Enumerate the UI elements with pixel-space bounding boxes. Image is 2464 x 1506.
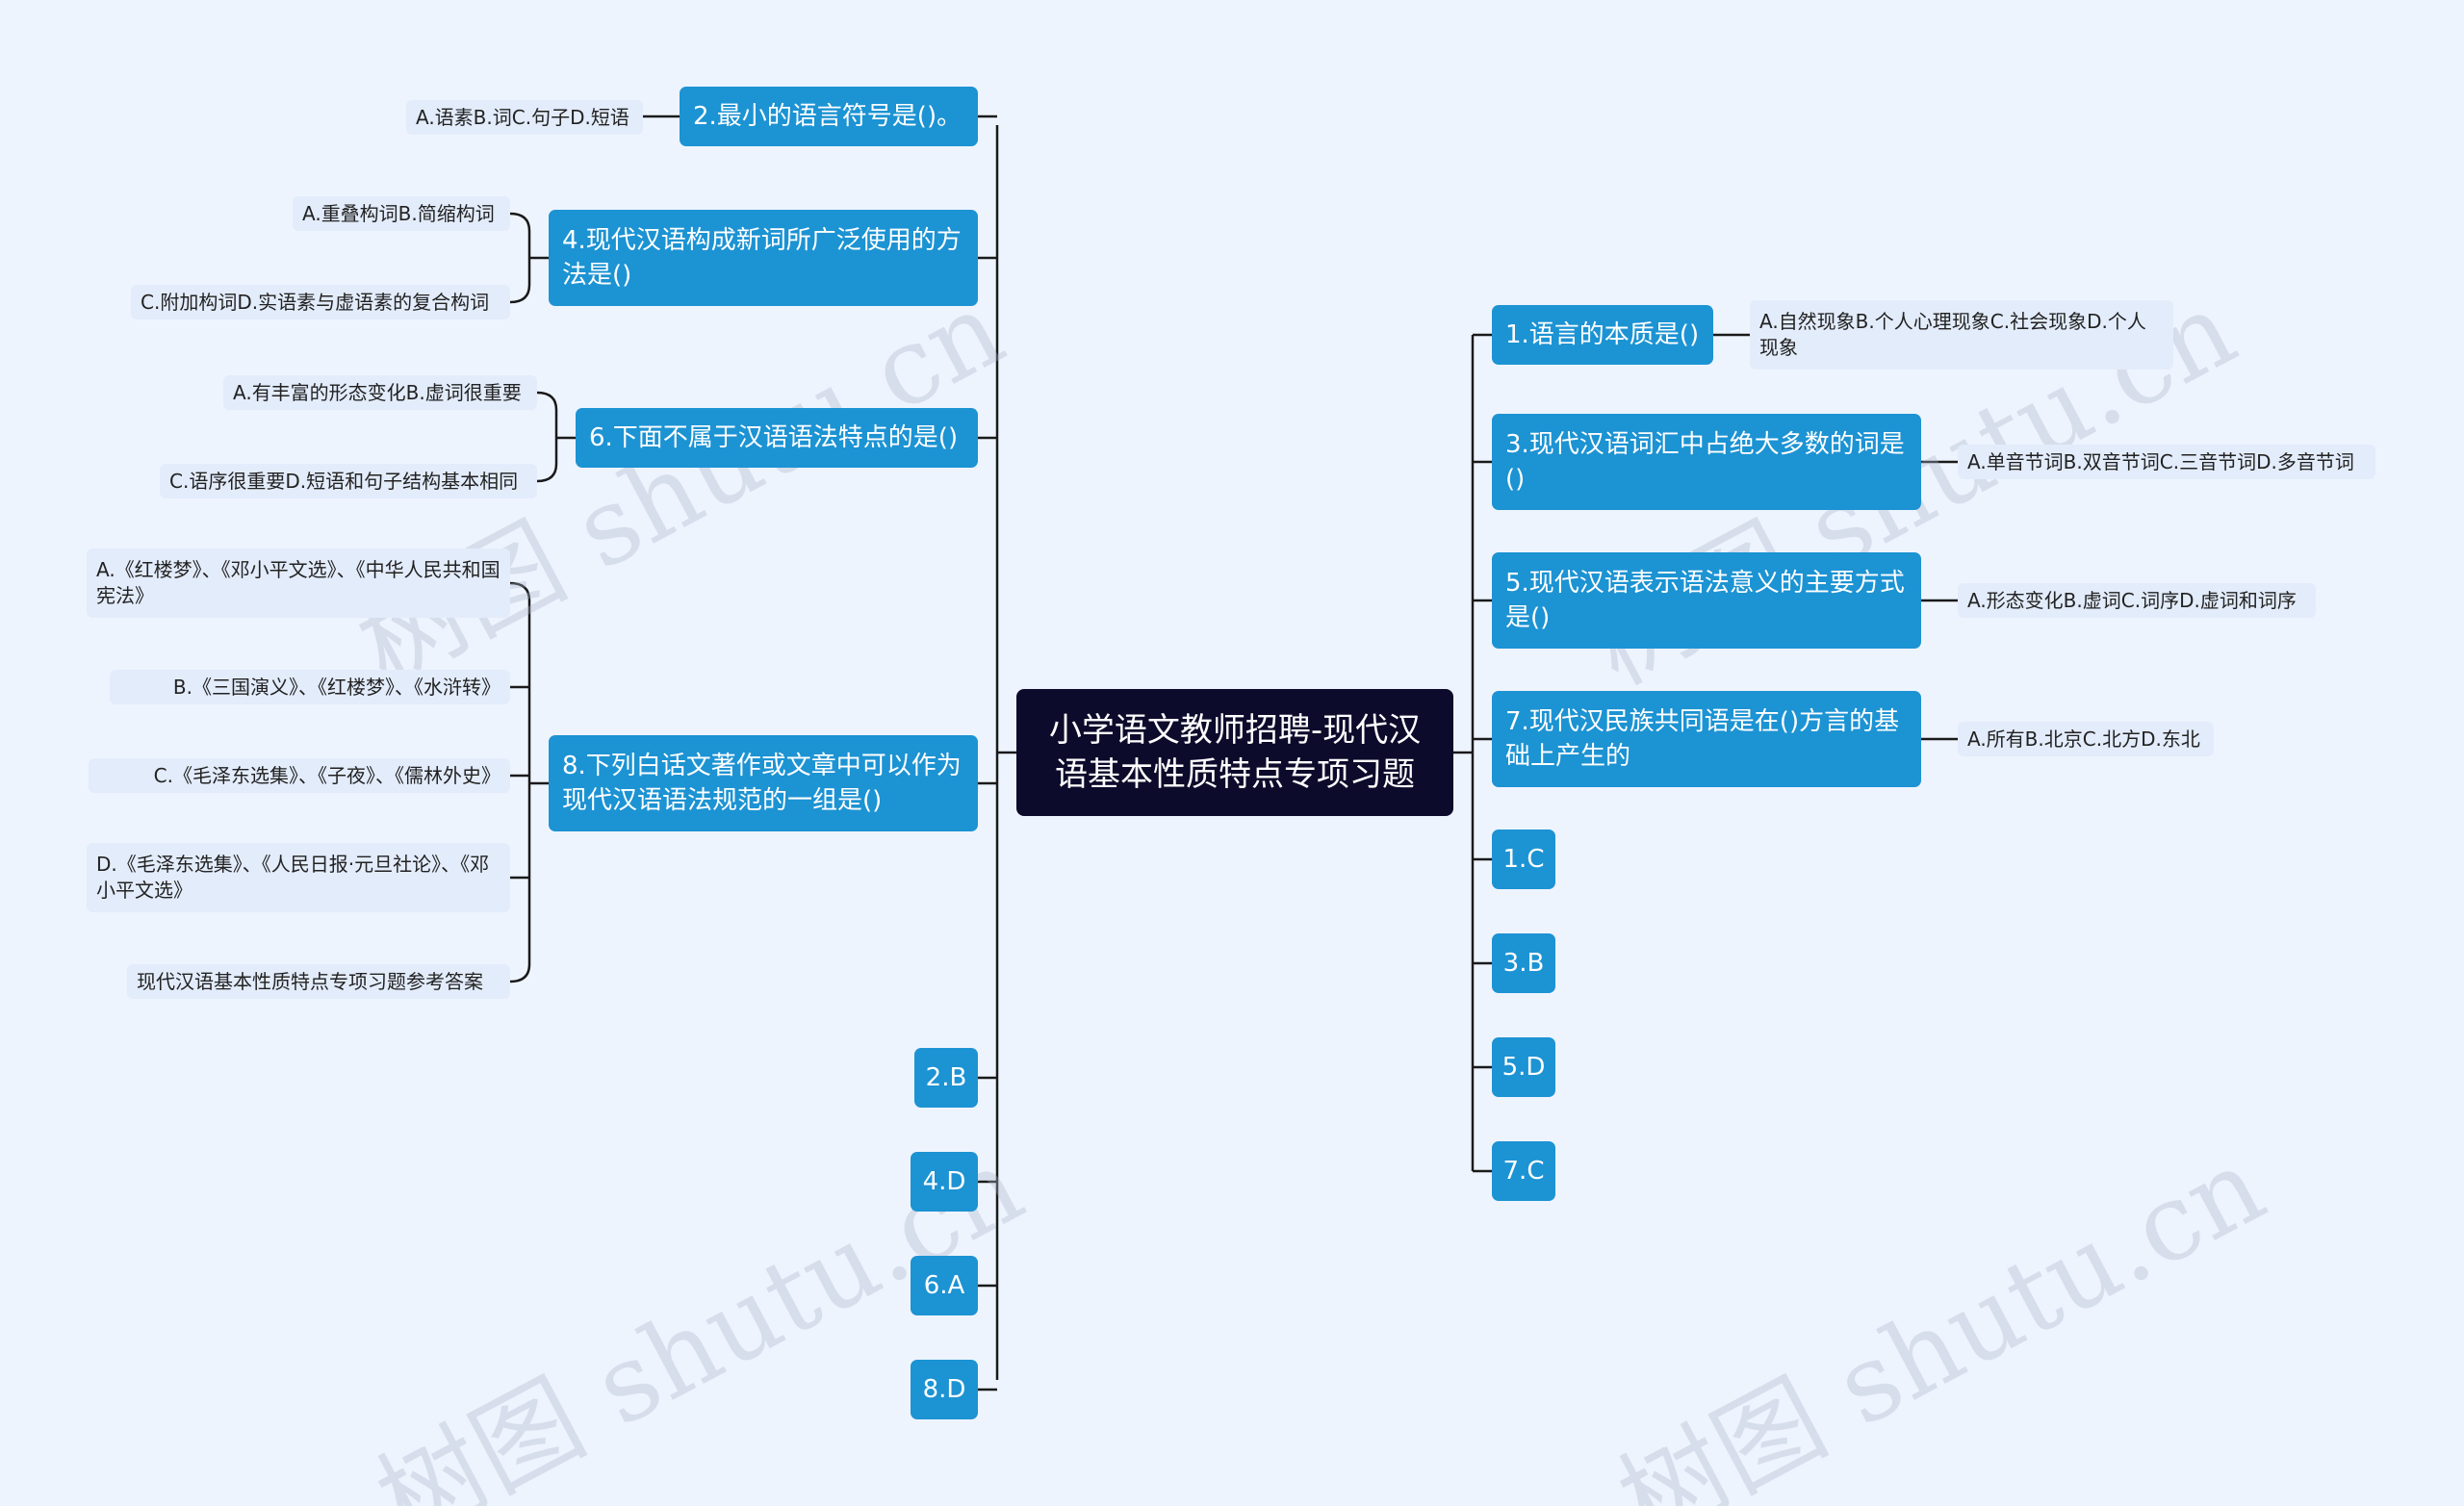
question-3-node[interactable]: 3.现代汉语词汇中占绝大多数的词是()	[1492, 414, 1921, 510]
question-4-node[interactable]: 4.现代汉语构成新词所广泛使用的方法是()	[549, 210, 978, 306]
q6-bracket	[536, 391, 558, 483]
answer-1-node[interactable]: 1.C	[1492, 830, 1555, 889]
answer-4-node[interactable]: 4.D	[911, 1152, 978, 1212]
question-7-node[interactable]: 7.现代汉民族共同语是在()方言的基础上产生的	[1492, 691, 1921, 787]
question-8-node[interactable]: 8.下列白话文著作或文章中可以作为现代汉语语法规范的一组是()	[549, 735, 978, 831]
question-5-options[interactable]: A.形态变化B.虚词C.词序D.虚词和词序	[1958, 583, 2316, 618]
question-6-option-a[interactable]: A.有丰富的形态变化B.虚词很重要	[223, 375, 537, 410]
answer-8-node[interactable]: 8.D	[911, 1360, 978, 1419]
question-6-node[interactable]: 6.下面不属于汉语语法特点的是()	[576, 408, 978, 468]
answer-5-node[interactable]: 5.D	[1492, 1037, 1555, 1097]
question-1-node[interactable]: 1.语言的本质是()	[1492, 305, 1713, 365]
question-8-option-b[interactable]: B.《三国演义》、《红楼梦》、《水浒转》	[110, 670, 510, 704]
answer-6-node[interactable]: 6.A	[911, 1256, 978, 1315]
question-4-option-a[interactable]: A.重叠构词B.简缩构词	[293, 196, 510, 231]
answer-key-label[interactable]: 现代汉语基本性质特点专项习题参考答案	[127, 964, 510, 999]
question-5-node[interactable]: 5.现代汉语表示语法意义的主要方式是()	[1492, 552, 1921, 649]
answer-7-node[interactable]: 7.C	[1492, 1141, 1555, 1201]
question-2-node[interactable]: 2.最小的语言符号是()。	[680, 87, 978, 146]
question-4-option-b[interactable]: C.附加构词D.实语素与虚语素的复合构词	[131, 285, 510, 319]
question-1-options[interactable]: A.自然现象B.个人心理现象C.社会现象D.个人现象	[1750, 300, 2173, 370]
q8-bracket	[509, 581, 531, 983]
question-7-options[interactable]: A.所有B.北京C.北方D.东北	[1958, 722, 2214, 756]
question-8-option-a[interactable]: A.《红楼梦》、《邓小平文选》、《中华人民共和国宪法》	[87, 549, 510, 618]
question-3-options[interactable]: A.单音节词B.双音节词C.三音节词D.多音节词	[1958, 445, 2375, 479]
q4-bracket	[509, 212, 531, 304]
answer-3-node[interactable]: 3.B	[1492, 933, 1555, 993]
question-2-options[interactable]: A.语素B.词C.句子D.短语	[406, 100, 643, 135]
root-topic[interactable]: 小学语文教师招聘-现代汉语基本性质特点专项习题	[1016, 689, 1453, 816]
answer-2-node[interactable]: 2.B	[914, 1048, 978, 1108]
question-8-option-c[interactable]: C.《毛泽东选集》、《子夜》、《儒林外史》	[89, 758, 510, 793]
question-8-option-d[interactable]: D.《毛泽东选集》、《人民日报·元旦社论》、《邓小平文选》	[87, 843, 510, 912]
question-6-option-b[interactable]: C.语序很重要D.短语和句子结构基本相同	[160, 464, 537, 498]
